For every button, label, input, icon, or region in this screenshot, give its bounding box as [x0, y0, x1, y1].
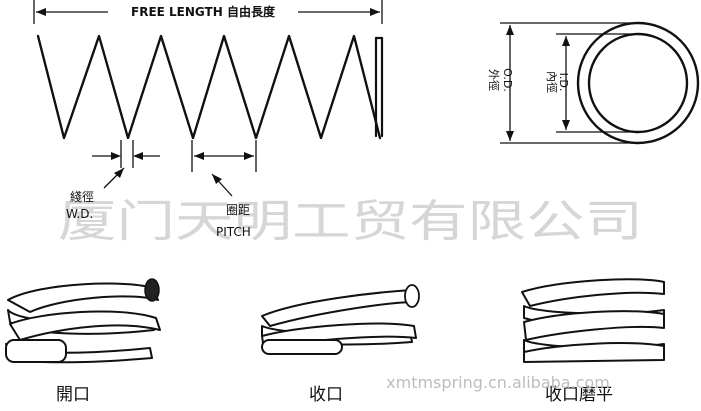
- arrow-right-icon: [370, 8, 380, 16]
- pitch-label-en: PITCH: [216, 225, 251, 239]
- closed-ground-label: 收口磨平: [545, 385, 613, 405]
- wire-diameter-dimension: 綫徑 W.D.: [66, 140, 160, 221]
- arrow-left-icon: [36, 8, 46, 16]
- arrow-right-icon: [111, 152, 121, 160]
- wire-diameter-label-cn: 綫徑: [70, 190, 94, 204]
- inner-circle: [587, 32, 689, 134]
- company-watermark: 厦门天明工贸有限公司: [58, 196, 643, 247]
- free-length-dimension: FREE LENGTH 自由長度: [33, 0, 383, 24]
- outer-diameter-label-cn: 外徑: [487, 69, 500, 91]
- leader-arrow-icon: [114, 168, 124, 178]
- pitch-dimension: 圈距 PITCH: [191, 140, 257, 239]
- spring-open-end: 開口: [5, 278, 161, 405]
- inner-diameter-label-en: I.D.: [557, 73, 570, 92]
- arrow-down-icon: [506, 131, 514, 141]
- outer-diameter-label-en: O.D.: [501, 68, 514, 92]
- arrow-up-icon: [562, 36, 570, 46]
- free-length-label: FREE LENGTH 自由長度: [131, 4, 276, 19]
- spring-closed-ground: 收口磨平: [521, 278, 665, 405]
- wire-end-cap: [404, 284, 420, 308]
- closed-end-label: 收口: [309, 385, 343, 405]
- spring-closed-end: 收口: [261, 284, 420, 405]
- wire-end-cap: [144, 278, 160, 302]
- site-watermark: xmtmspring.cn.alibaba.com: [386, 373, 610, 392]
- leader-arrow-icon: [212, 174, 222, 184]
- wire-diameter-label-en: W.D.: [66, 207, 93, 221]
- spring-side-view: [36, 34, 384, 140]
- arrow-up-icon: [506, 25, 514, 35]
- inner-diameter-label-cn: 內徑: [545, 71, 558, 93]
- open-end-label: 開口: [56, 385, 90, 405]
- arrow-right-icon: [244, 152, 254, 160]
- arrow-left-icon: [133, 152, 143, 160]
- pitch-label-cn: 圈距: [226, 203, 250, 217]
- arrow-left-icon: [194, 152, 204, 160]
- spring-end-view: 外徑 O.D. 內徑 I.D.: [487, 21, 700, 145]
- arrow-down-icon: [562, 120, 570, 130]
